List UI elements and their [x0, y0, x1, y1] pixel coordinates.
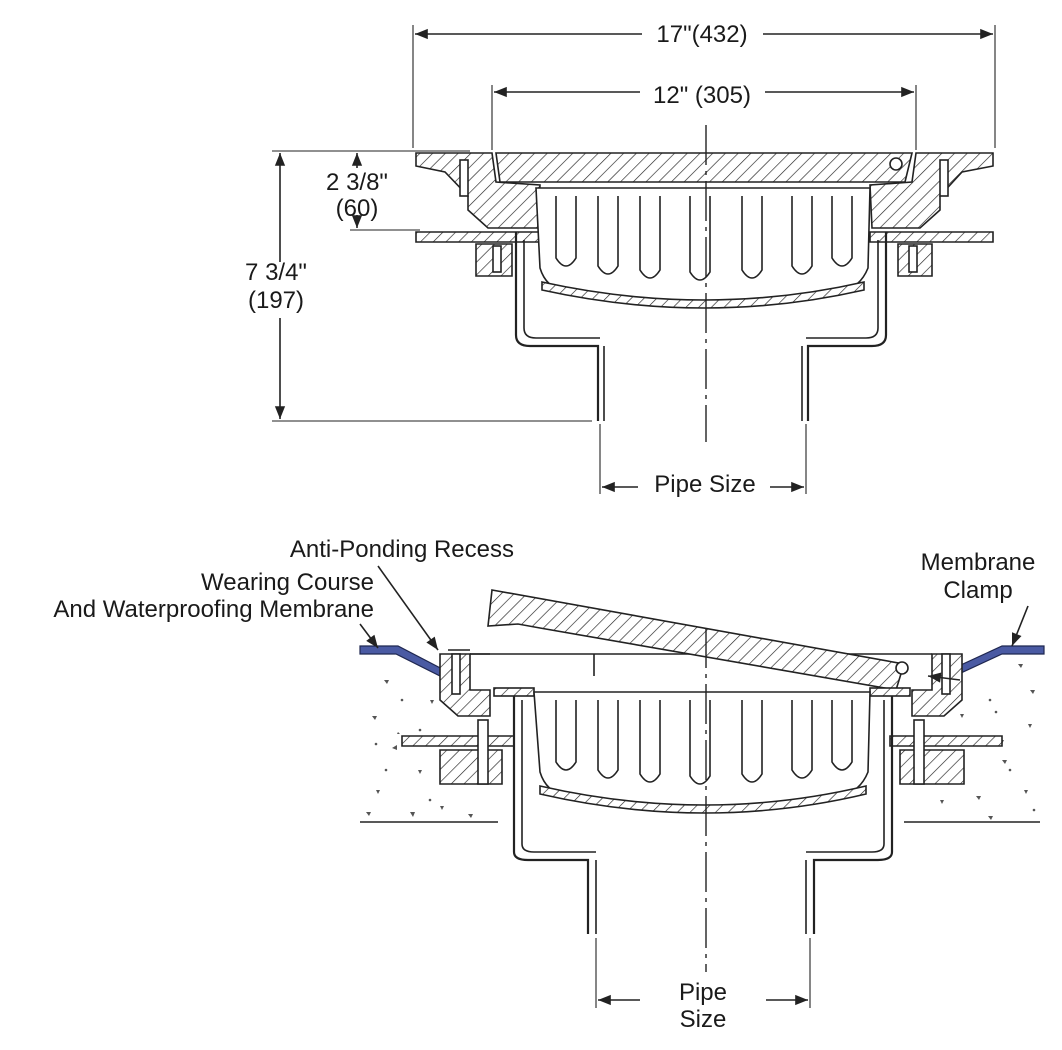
strainer-basket-installed	[533, 691, 871, 808]
top-section-view: 17"(432) 12" (305) 7 3/4" (197) 2 3/8" (…	[245, 21, 996, 498]
frame-right	[869, 152, 994, 229]
strainer-slots-installed	[555, 700, 853, 785]
wearing-course-label: Wearing Course	[201, 569, 374, 596]
waterproofing-label: And Waterproofing Membrane	[53, 596, 374, 623]
membrane-clamp-label-1: Membrane	[921, 549, 1036, 576]
grate	[495, 152, 914, 183]
inner-width-label: 12" (305)	[653, 82, 751, 109]
pipe-size-label-bottom-1: Pipe	[679, 979, 727, 1006]
total-height-mm-label: (197)	[248, 287, 304, 314]
overall-width-label: 17"(432)	[656, 21, 747, 48]
strainer-basket	[535, 187, 871, 303]
pipe-size-label-top: Pipe Size	[654, 471, 755, 498]
waterproofing-membrane-left	[359, 645, 449, 681]
dimension-flange-height: 2 3/8" (60)	[326, 153, 420, 231]
strainer-slots	[555, 196, 853, 281]
dimension-overall-width: 17"(432)	[412, 21, 996, 148]
dimension-inner-width: 12" (305)	[491, 82, 917, 150]
grate-hinge	[895, 661, 909, 675]
dimension-total-height: 7 3/4" (197)	[245, 150, 592, 422]
leader-lines	[359, 565, 1029, 683]
frame-right-installed	[911, 653, 963, 717]
drain-body-installed	[512, 696, 894, 934]
flange-height-label: 2 3/8"	[326, 169, 388, 196]
drain-body	[514, 232, 888, 421]
anti-ponding-label: Anti-Ponding Recess	[290, 536, 514, 563]
frame-left-installed	[439, 653, 491, 717]
dimension-pipe-size-top: Pipe Size	[599, 424, 807, 498]
bottom-installed-view: Anti-Ponding Recess Wearing Course And W…	[53, 536, 1045, 1033]
total-height-label: 7 3/4"	[245, 259, 307, 286]
flange-height-mm-label: (60)	[336, 195, 379, 222]
frame-left	[415, 152, 541, 229]
waterproofing-membrane-right	[949, 645, 1045, 679]
dimension-pipe-size-bottom: Pipe Size	[595, 938, 811, 1033]
pipe-size-label-bottom-2: Size	[680, 1006, 727, 1033]
grate-tilted	[487, 589, 906, 691]
grate-bolt	[889, 157, 903, 171]
membrane-clamp-label-2: Clamp	[943, 577, 1012, 604]
